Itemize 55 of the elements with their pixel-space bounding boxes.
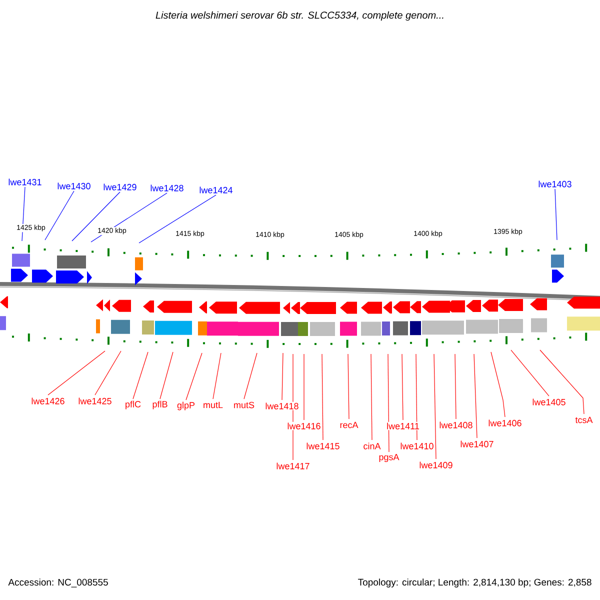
leader-line xyxy=(540,350,584,414)
leader-line xyxy=(434,354,436,460)
gene-label: lwe1418 xyxy=(264,402,300,410)
gene-label: cinA xyxy=(362,442,382,450)
gene-label: recA xyxy=(338,421,360,429)
leader-line xyxy=(212,352,222,400)
gene-label: lwe1431 xyxy=(7,178,43,186)
leader-line xyxy=(402,354,404,420)
gene-label: pflC xyxy=(124,400,142,410)
gene-label: lwe1429 xyxy=(102,182,138,192)
leader-line xyxy=(388,354,390,452)
gene-label: mutS xyxy=(232,401,256,409)
accession-text: Accession: NC_008555 xyxy=(8,578,108,588)
gene-label: pgsA xyxy=(378,453,400,463)
leader-line xyxy=(72,192,120,242)
gene-label: lwe1428 xyxy=(149,184,185,192)
gene-label: lwe1430 xyxy=(56,182,92,190)
gene-label: lwe1424 xyxy=(198,186,234,194)
leader-line xyxy=(454,354,456,420)
gene-label: lwe1403 xyxy=(537,180,573,188)
leader-line xyxy=(510,350,550,396)
leader-line xyxy=(490,352,506,418)
leader-line xyxy=(474,354,478,438)
gene-label: lwe1407 xyxy=(459,440,495,448)
genome-info-text: Topology: circular; Length: 2,814,130 bp; Genes: 2,858 xyxy=(358,578,592,588)
gene-label: lwe1416 xyxy=(286,422,322,430)
leader-line xyxy=(282,352,284,400)
title: Listeria welshimeri serovar 6b str. SLCC5334, complete genom... xyxy=(156,11,444,21)
gene-label: lwe1417 xyxy=(275,462,311,470)
gene-label: pflB xyxy=(151,400,169,410)
gene-label: tcsA xyxy=(574,416,594,424)
leader-line xyxy=(48,350,106,396)
gene-label: lwe1406 xyxy=(487,418,523,428)
leader-line xyxy=(244,352,258,400)
gene-label: mutL xyxy=(202,401,224,409)
gene-label: lwe1409 xyxy=(418,460,454,470)
gene-label: lwe1408 xyxy=(438,420,474,430)
leader-line xyxy=(160,352,174,400)
leader-line xyxy=(554,188,558,240)
leader-line xyxy=(416,354,418,440)
leader-line xyxy=(348,354,350,420)
leader-line xyxy=(186,352,202,400)
gene-label: lwe1410 xyxy=(399,442,435,450)
leader-line xyxy=(94,350,122,396)
leader-line xyxy=(132,352,148,400)
gene-label: lwe1425 xyxy=(77,396,113,406)
gene-label: lwe1426 xyxy=(30,396,66,406)
gene-label: lwe1415 xyxy=(305,442,341,450)
leader-line xyxy=(322,354,324,440)
leader-line xyxy=(44,190,74,240)
leader-line xyxy=(370,354,372,440)
gene-label: lwe1411 xyxy=(386,422,420,430)
gene-label: lwe1405 xyxy=(531,398,567,406)
gene-label: glpP xyxy=(176,401,196,411)
leader-line xyxy=(138,194,216,244)
